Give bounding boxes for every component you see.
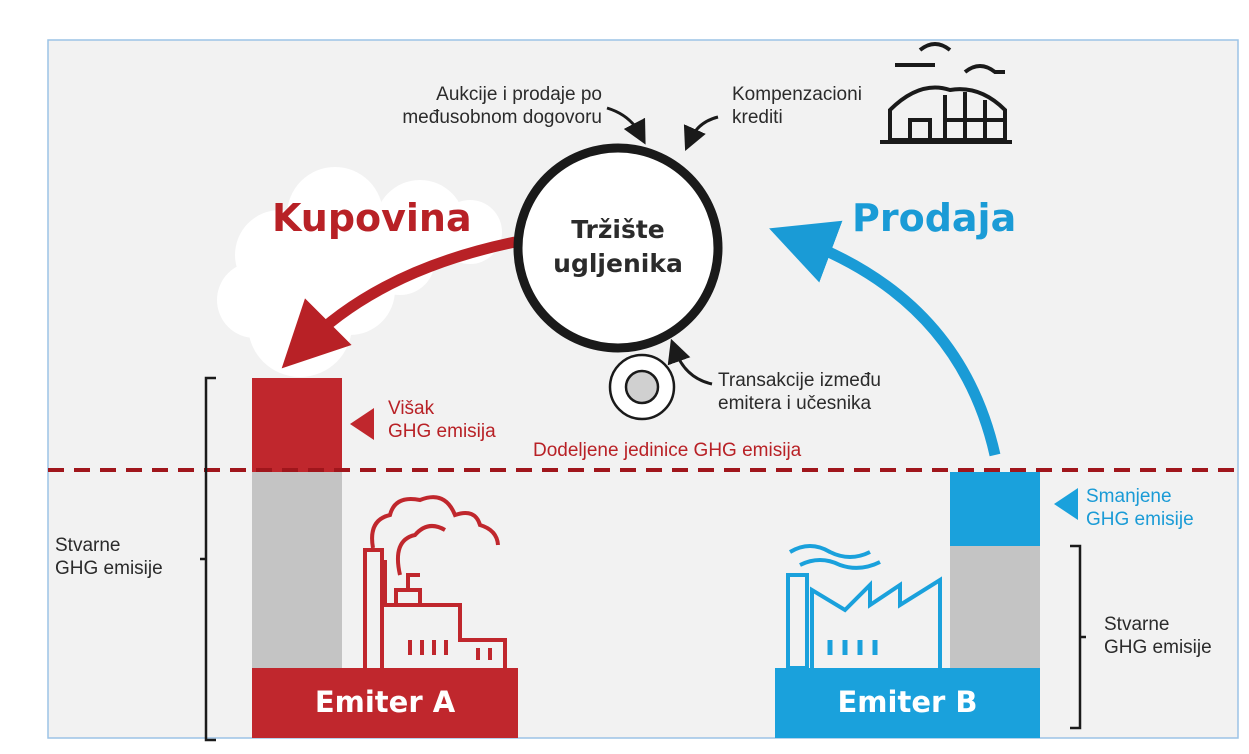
market-title-line2: ugljenika bbox=[553, 248, 683, 278]
transactions-arrow bbox=[667, 338, 713, 386]
auctions-label-line1: Aukcije i prodaje po bbox=[436, 84, 602, 105]
reduced-emissions-label: Smanjene GHG emisije bbox=[1086, 486, 1194, 532]
offset-label-line1: Kompenzacioni bbox=[732, 84, 862, 105]
emitter-b-base bbox=[775, 668, 1040, 738]
allocation-label: Dodeljene jedinice GHG emisija bbox=[533, 440, 802, 461]
market-title-line1: Tržište bbox=[571, 215, 665, 244]
auctions-label: Aukcije i prodaje po međusobnom dogovoru bbox=[338, 84, 602, 130]
buy-label: Kupovina bbox=[272, 196, 472, 240]
excess-emissions-bar bbox=[252, 378, 342, 472]
emitter-b-actual-label: Stvarne GHG emisije bbox=[1104, 614, 1212, 660]
transactions-label-line1: Transakcije između bbox=[718, 370, 881, 391]
emitter-a-base bbox=[252, 668, 518, 738]
excess-pointer-icon bbox=[350, 408, 374, 440]
offset-label-line2: krediti bbox=[732, 106, 783, 128]
emitter-a-actual-line2: GHG emisije bbox=[55, 557, 163, 579]
carbon-market-circle bbox=[513, 143, 723, 353]
emitter-b-actual-line1: Stvarne bbox=[1104, 614, 1170, 635]
greenhouse-icon bbox=[880, 42, 1012, 144]
factory-a-icon bbox=[363, 495, 507, 668]
emitter-b-actual-line2: GHG emisije bbox=[1104, 636, 1212, 658]
reduction-label-line2: GHG emisije bbox=[1086, 508, 1194, 530]
reduction-label-line1: Smanjene bbox=[1086, 486, 1172, 507]
emitter-a-actual-label: Stvarne GHG emisije bbox=[55, 535, 163, 581]
offset-arrow bbox=[683, 115, 719, 151]
emitter-b-actual-bar bbox=[950, 546, 1040, 670]
coin-icon bbox=[608, 353, 676, 421]
carbon-market-title: Tržište ugljenika bbox=[543, 213, 693, 281]
reduction-pointer-icon bbox=[1054, 488, 1078, 520]
excess-label-line1: Višak bbox=[388, 398, 435, 419]
emitter-a-allowance-bar bbox=[252, 472, 342, 672]
sell-arrow bbox=[769, 220, 1001, 457]
auctions-arrow bbox=[606, 106, 646, 145]
transactions-label-line2: emitera i učesnika bbox=[718, 392, 872, 414]
offset-credits-label: Kompenzacioni krediti bbox=[732, 84, 862, 130]
emitter-b-name: Emiter B bbox=[837, 685, 978, 719]
auctions-label-line2: međusobnom dogovoru bbox=[402, 106, 602, 128]
transactions-label: Transakcije između emitera i učesnika bbox=[718, 370, 881, 416]
sell-label: Prodaja bbox=[852, 196, 1017, 240]
buy-arrow bbox=[281, 236, 517, 369]
excess-emissions-label: Višak GHG emisija bbox=[388, 398, 496, 444]
reduced-emissions-bar bbox=[950, 472, 1040, 546]
emitter-a-name: Emiter A bbox=[314, 685, 456, 719]
emitter-a-actual-line1: Stvarne bbox=[55, 535, 121, 556]
factory-b-icon bbox=[786, 544, 942, 670]
excess-label-line2: GHG emisija bbox=[388, 420, 496, 442]
